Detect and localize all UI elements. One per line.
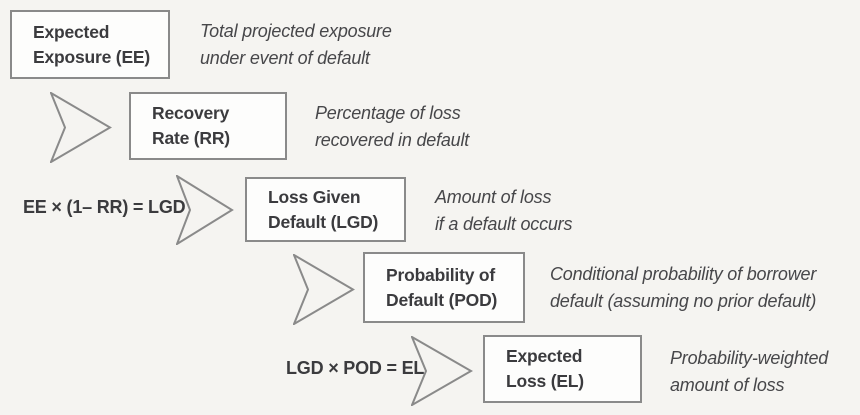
description-line: if a default occurs [435,214,573,234]
box-label: Loss Given [268,186,361,207]
description-loss-given-default: Amount of loss if a default occurs [435,184,572,238]
box-expected-exposure: Expected Exposure (EE) [10,10,170,79]
box-label: Loss (EL) [506,371,584,391]
description-expected-loss: Probability-weighted amount of loss [670,345,828,399]
chevron-right-icon [293,254,355,325]
box-label: Rate (RR) [152,128,230,148]
box-label: Probability of [386,264,496,285]
chevron-right-icon [411,336,473,406]
box-label: Expected [506,346,583,366]
chevron-right-icon [176,175,234,245]
box-loss-given-default: Loss Given Default (LGD) [245,177,406,242]
description-line: recovered in default [315,130,470,150]
description-line: Total projected exposure [200,21,392,41]
description-line: Percentage of loss [315,103,461,123]
box-label: Default (POD) [386,289,498,310]
description-expected-exposure: Total projected exposure under event of … [200,18,392,72]
description-line: default (assuming no prior default) [550,291,817,311]
box-label: Exposure (EE) [33,46,151,67]
formula-lgd: EE × (1– RR) = LGD [23,197,186,217]
description-line: Amount of loss [435,187,552,207]
description-line: Conditional probability of borrower [550,264,817,284]
chevron-right-icon [50,92,112,163]
box-label: Expected [33,21,110,42]
box-probability-of-default: Probability of Default (POD) [363,252,525,323]
description-probability-of-default: Conditional probability of borrower defa… [550,261,816,315]
box-label: Default (LGD) [268,211,379,232]
description-line: amount of loss [670,375,785,395]
box-label: Recovery [152,103,230,123]
box-recovery-rate: Recovery Rate (RR) [129,92,287,160]
description-line: under event of default [200,48,370,68]
description-recovery-rate: Percentage of loss recovered in default [315,100,469,154]
description-line: Probability-weighted [670,348,829,368]
formula-el: LGD × POD = EL [286,358,425,378]
box-expected-loss: Expected Loss (EL) [483,335,642,403]
